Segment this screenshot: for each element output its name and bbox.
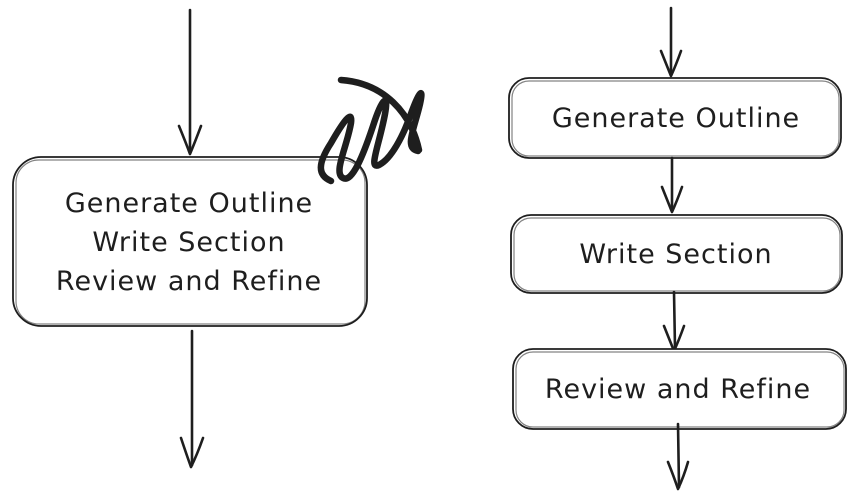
arrow-write-to-review (662, 290, 686, 353)
scribble-icon (317, 76, 425, 185)
right-flow: Generate Outline Write Section (508, 6, 847, 491)
combined-node-line-2: Write Section (92, 227, 285, 258)
left-flow: Generate Outline Write Section Review an… (12, 8, 425, 469)
arrow-into-generate-outline (659, 6, 683, 78)
node-generate-outline: Generate Outline (508, 77, 842, 159)
node-review-and-refine-label: Review and Refine (545, 374, 811, 405)
node-write-section: Write Section (510, 214, 843, 294)
node-review-and-refine: Review and Refine (512, 348, 847, 430)
node-write-section-label: Write Section (579, 239, 772, 270)
node-generate-outline-label: Generate Outline (552, 103, 800, 134)
combined-node-line-3: Review and Refine (56, 266, 322, 297)
node-combined-steps: Generate Outline Write Section Review an… (12, 156, 368, 327)
arrow-out-of-review (666, 422, 690, 491)
combined-node-line-1: Generate Outline (65, 188, 313, 219)
arrow-generate-to-write (660, 156, 684, 214)
arrow-into-combined-node (177, 8, 203, 156)
arrow-out-of-combined-node (179, 329, 205, 469)
